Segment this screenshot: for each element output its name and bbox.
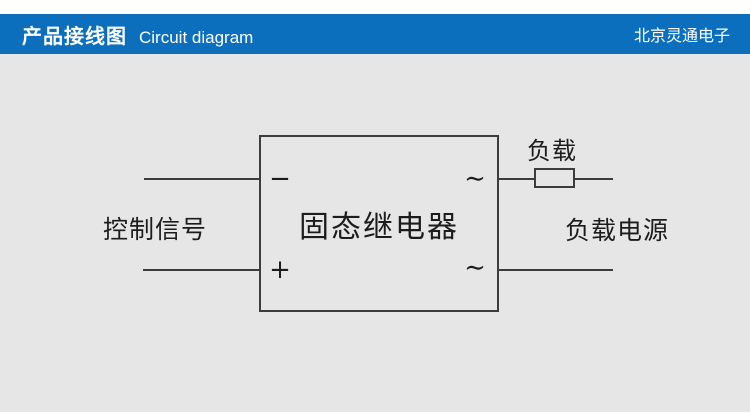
circuit-diagram-canvas: 固态继电器 − + ∼ ∼ 控制信号 负载 负载电源 xyxy=(0,54,750,412)
page-title: 产品接线图 xyxy=(22,25,127,48)
terminal-ac-top: ∼ xyxy=(464,164,486,194)
terminal-ac-bottom: ∼ xyxy=(464,253,486,283)
top-white-strip xyxy=(0,0,750,14)
page-subtitle: Circuit diagram xyxy=(139,27,254,47)
wire-control-minus xyxy=(144,178,259,180)
header-title-group: 产品接线图 Circuit diagram xyxy=(22,20,253,49)
terminal-minus: − xyxy=(269,164,291,194)
relay-box: 固态继电器 xyxy=(259,135,499,312)
load-label: 负载 xyxy=(527,137,577,165)
control-signal-label: 控制信号 xyxy=(103,215,208,244)
wire-control-plus xyxy=(143,269,259,271)
load-power-label: 负载电源 xyxy=(565,216,670,245)
header-bar: 产品接线图 Circuit diagram 北京灵通电子 xyxy=(0,14,750,54)
relay-label: 固态继电器 xyxy=(299,209,459,245)
terminal-plus: + xyxy=(269,255,291,285)
load-resistor-symbol xyxy=(534,168,575,188)
company-name: 北京灵通电子 xyxy=(633,28,730,45)
wire-load-bottom xyxy=(499,269,613,271)
